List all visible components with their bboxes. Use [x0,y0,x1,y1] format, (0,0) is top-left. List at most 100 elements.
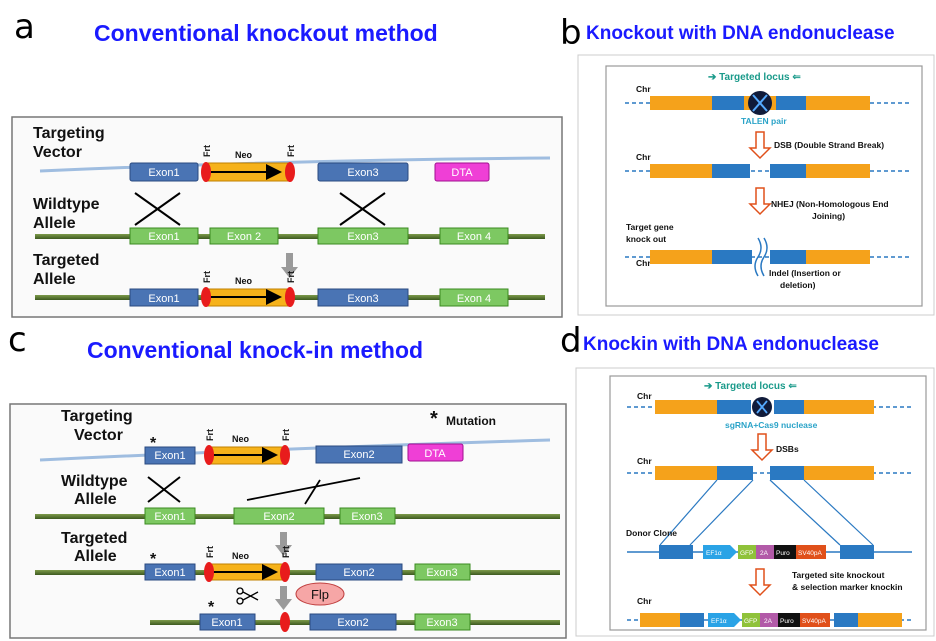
panel-d-r1-blue-1 [717,400,751,414]
panel-c-tg-neo-label: Neo [232,551,250,561]
panel-b-r2-blue-1 [712,164,750,178]
panel-a-dta-label: DTA [451,167,473,179]
panel-a-vector-exon1-label: Exon1 [148,167,179,179]
panel-c-tg-exon3 [414,563,471,581]
panel-a-frt-left [201,162,211,182]
panel-d-cas9-scissors [756,400,768,414]
panel-c-wt-exon1 [144,507,196,525]
panel-c-final-exon2-label: Exon2 [337,617,368,629]
panel-b-r2-blue-2 [770,164,806,178]
panel-b-r2-orange-2 [806,164,870,178]
panel-c-tg-frt-label-right: Frt [281,546,291,558]
panel-a-tg-exon3 [317,288,409,307]
panel-d-dsbs-label: DSBs [776,444,799,454]
panel-a-tg-exon1-label: Exon1 [148,293,179,305]
panel-c-wildtype-label-2: Allele [74,491,117,508]
panel-d-cross-1 [659,479,718,546]
panel-d-r3-ef1a [708,613,741,627]
panel-c-frt-label-right: Frt [281,429,291,441]
panel-b-chr-3: Chr [636,258,651,268]
panel-d-arrow-1 [750,433,774,462]
panel-c-down-arrow-2-shaft [280,586,287,599]
panel-c-wt-exon3 [339,507,396,525]
panel-a-tg-neo-label: Neo [235,276,253,286]
panel-a-neo-label: Neo [235,150,253,160]
panel-a-down-arrow-shaft [286,253,293,267]
panel-c-vector-exon1-label: Exon1 [154,450,185,462]
panel-d-chr-2: Chr [637,456,652,466]
panel-d-locus-label: ➔ Targeted locus ⇐ [704,381,797,392]
panel-d-r3-2a [760,613,778,627]
panel-c-down-arrow-1-shaft [280,532,287,545]
panel-b-talen-label: TALEN pair [741,116,787,126]
panel-d-r2-orange-2 [804,466,874,480]
panel-d-r3-blue-2 [834,613,858,627]
panel-d-donor-sv40 [796,545,826,559]
panel-c-tg-exon1-label: Exon1 [154,567,185,579]
panel-c-final-exon3-label: Exon3 [426,617,457,629]
panel-c-final-exon2 [309,613,397,631]
panel-d-donor-puro-label: Puro [776,550,790,557]
panel-c-figure: Targeting Vector * Mutation * Exon1 Neo … [9,403,567,639]
panel-c-dta-label: DTA [424,448,446,460]
panel-c-targeting-label-2: Vector [74,427,123,444]
panel-d-r2-blue-1 [717,466,753,480]
panel-c-mutation-label: Mutation [446,414,496,428]
panel-c-vector-exon2-label: Exon2 [343,449,374,461]
panel-d-r3-2a-label: 2A [764,618,773,625]
panel-c-cross-long-1 [246,477,361,501]
panel-d-r3-sv40-label: SV40pA [802,618,827,625]
panel-a-frt-label-right: Frt [286,145,296,157]
panel-c-down-arrow-1-head [275,545,292,556]
panel-a-tg-exon4 [439,288,509,307]
panel-d-donor-puro [774,545,796,559]
panel-a-dta [434,162,490,182]
panel-b-nhej-label-1: NHEJ (Non-Homologous End [771,199,889,209]
panel-d-r2-orange-1 [655,466,717,480]
panel-d-donor-2a-label: 2A [760,550,769,557]
panel-c-final-exon1-label: Exon1 [211,617,242,629]
panel-a-targeted-label-2: Allele [33,271,76,288]
panel-b-r1-blue-1 [712,96,744,110]
panel-d-arrow-2 [748,568,772,597]
panel-a-wt-exon3-label: Exon3 [347,231,378,243]
panel-c-tg-exon2-label: Exon2 [343,567,374,579]
panel-a-title: Conventional knockout method [94,20,438,46]
panel-a-tg-frt-left [201,287,211,307]
panel-a-frt-right [285,162,295,182]
panel-a-down-arrow-head [281,267,298,278]
panel-d-r3-ef1a-label: EF1α [711,618,727,625]
panel-d-donor-gfp [738,545,756,559]
panel-a-tg-frt-right [285,287,295,307]
panel-a-tg-frt-label-left: Frt [202,271,212,283]
panel-d-cross-4 [803,479,874,546]
panel-d-r3-sv40 [800,613,830,627]
panel-b-arrow-2 [748,187,772,216]
panel-d-donor-2a [756,545,774,559]
panel-c-frt-left [204,445,214,465]
panel-d-result-label-2: & selection marker knockin [792,582,903,592]
panel-d-cross-2 [689,479,754,546]
panel-c-tg-exon3-label: Exon3 [426,567,457,579]
panel-b-nhej-label-2: Joining) [812,211,845,221]
panel-a-cross-left-2 [134,192,181,226]
panel-d-r3-orange-2 [858,613,902,627]
panel-a-tg-exon3-label: Exon3 [347,293,378,305]
panel-c-flp-badge [295,582,345,606]
panel-d-r1-blue-2 [774,400,804,414]
panel-b-locus-label: ➔ Targeted locus ⇐ [708,72,801,83]
panel-a-targeting-label-1: Targeting [33,125,105,142]
panel-c-tg-exon2 [315,563,403,581]
panel-d-r1-orange-1 [655,400,717,414]
panel-c-tg-frt-right [280,562,290,582]
panel-b-title: Knockout with DNA endonuclease [586,23,895,44]
panel-c-targeting-label-1: Targeting [61,408,133,425]
panel-d-chr-3: Chr [637,596,652,606]
panel-b-indel-mark [754,237,768,277]
panel-a-frt-label-left: Frt [202,145,212,157]
panel-d-sgrna-label: sgRNA+Cas9 nuclease [725,420,818,430]
panel-a-letter: a [14,7,35,47]
scissors-icon [236,587,259,605]
panel-c-wt-exon1-label: Exon1 [154,511,185,523]
panel-b-chr-2: Chr [636,152,651,162]
